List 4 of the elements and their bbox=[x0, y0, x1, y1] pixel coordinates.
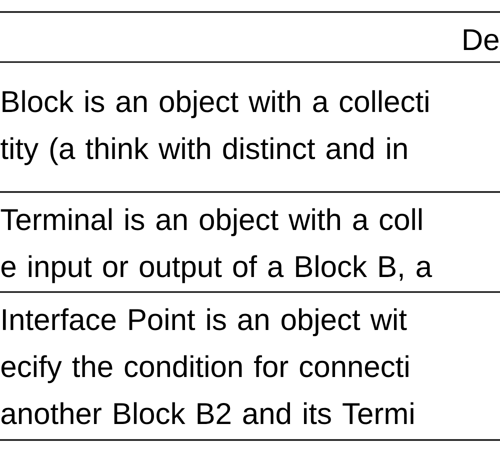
cell-text: Terminal is an object with a coll e input or output of a Block B, a bbox=[0, 208, 432, 284]
header-text: De bbox=[464, 29, 498, 50]
cell-text: Block is an object with a collecti tity (a think with distinct and in bbox=[0, 90, 428, 166]
cell-text: Interface Point is an object wit ecify the condition for connecti another Block B2 and its Termi bbox=[1, 308, 414, 424]
